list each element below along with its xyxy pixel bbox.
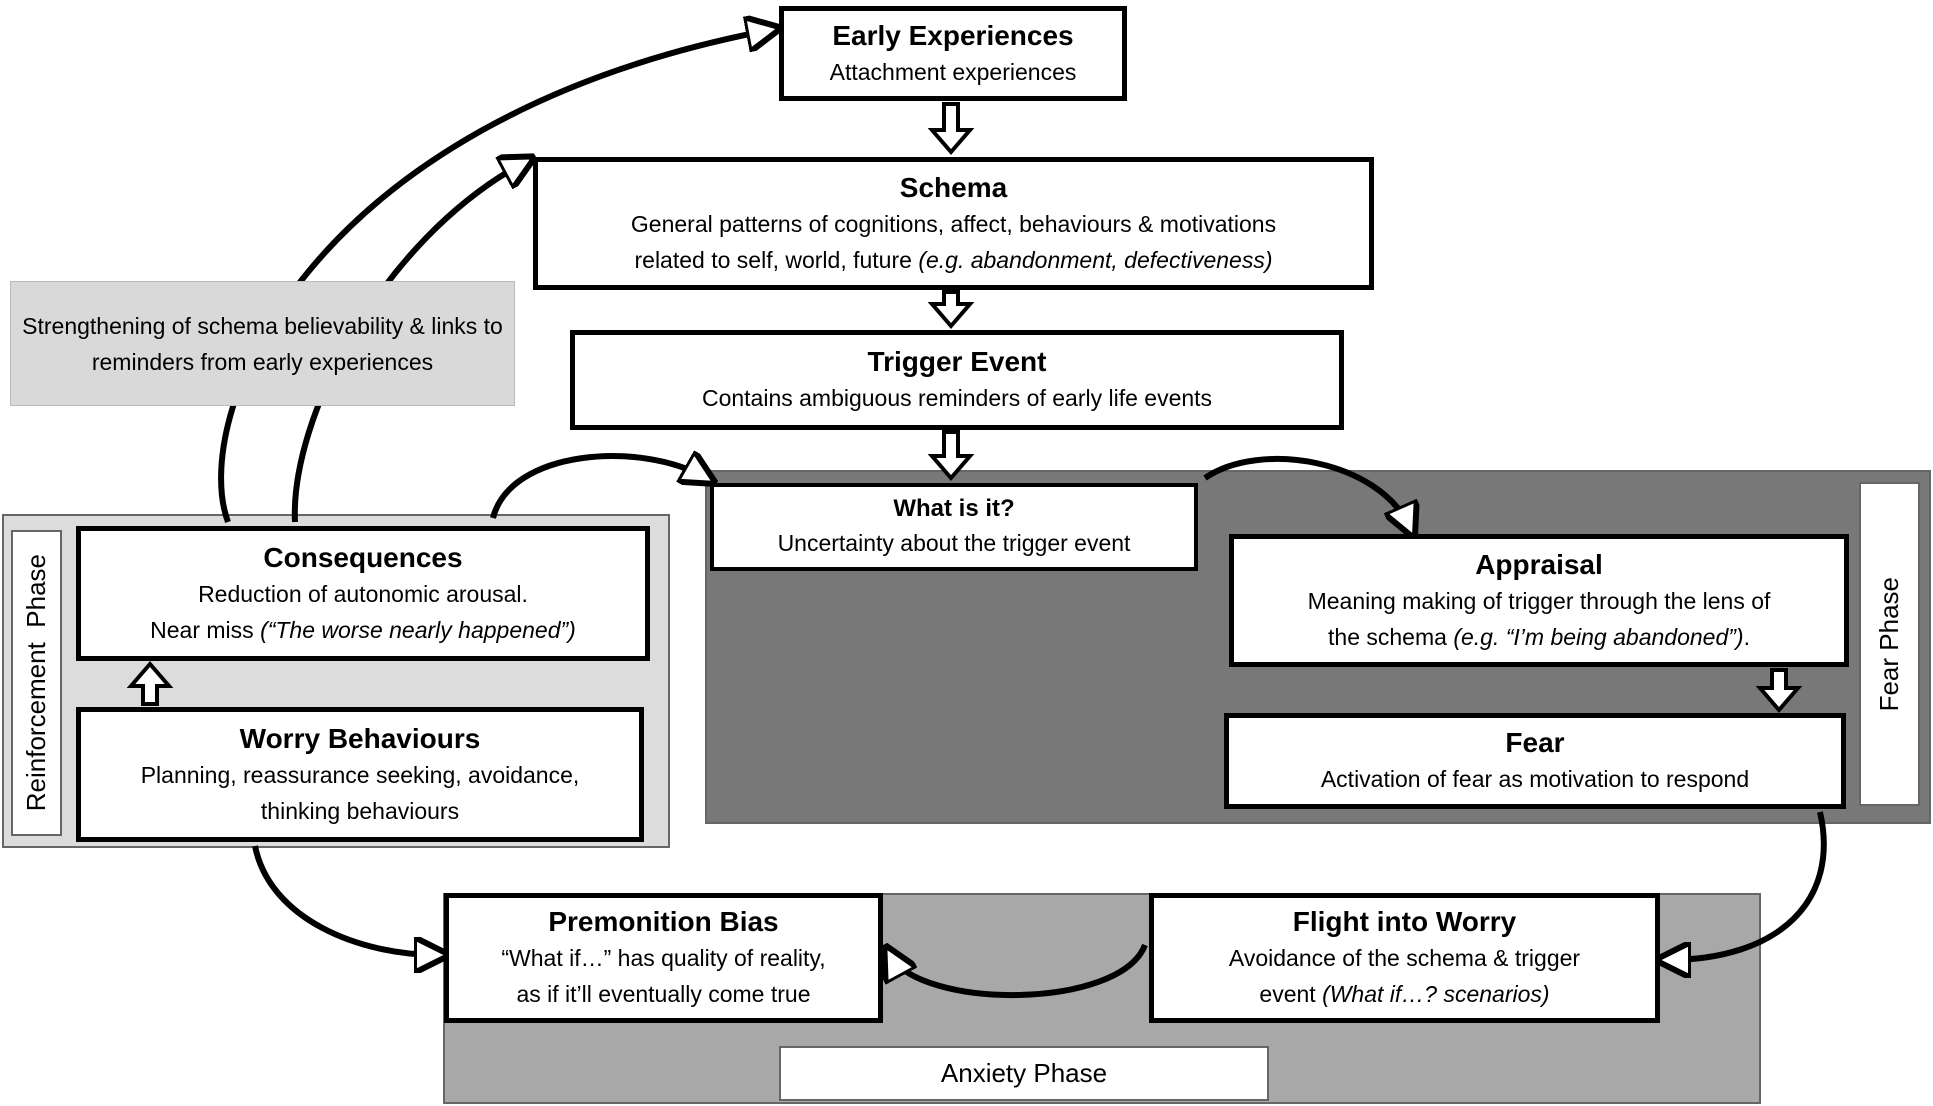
flight-into-worry-title: Flight into Worry [1292, 906, 1517, 937]
arrow-consequences-to-early [218, 30, 770, 524]
trigger-event-title: Trigger Event [867, 346, 1047, 377]
arrow-flight-to-premonition [890, 945, 1148, 999]
strengthening-text: Strengthening of schema believability & … [22, 312, 503, 375]
schema-box: Schema General patterns of cognitions, a… [533, 157, 1374, 290]
appraisal-example: (e.g. “I’m being abandoned”) [1453, 623, 1744, 650]
arrow-fear-to-flight [1667, 811, 1827, 960]
early-experiences-title: Early Experiences [832, 19, 1074, 51]
flight-into-worry-line2: event [1259, 981, 1323, 1007]
schema-line2: related to self, world, future [634, 246, 919, 273]
consequences-title: Consequences [263, 541, 463, 573]
trigger-event-box: Trigger Event Contains ambiguous reminde… [570, 330, 1344, 430]
appraisal-line1: Meaning making of trigger through the le… [1307, 587, 1771, 614]
consequences-line2: Near miss [150, 616, 261, 643]
appraisal-box: Appraisal Meaning making of trigger thro… [1229, 534, 1849, 667]
arrow-whatisit-to-appraisal [1203, 456, 1410, 528]
schema-example: (e.g. abandonment, defectiveness) [918, 246, 1273, 273]
premonition-bias-line2: as if it’ll eventually come true [516, 981, 811, 1007]
premonition-bias-line1: “What if…” has quality of reality, [501, 945, 826, 971]
early-experiences-text: Attachment experiences [829, 58, 1077, 85]
schema-line1: General patterns of cognitions, affect, … [630, 210, 1277, 237]
block-arrow-appraisal-to-fear [1755, 668, 1803, 714]
flight-into-worry-box: Flight into Worry Avoidance of the schem… [1149, 893, 1660, 1023]
schema-title: Schema [899, 171, 1008, 203]
consequences-example: (“The worse nearly happened”) [260, 616, 576, 643]
flight-into-worry-example: (What if…? scenarios) [1322, 981, 1550, 1007]
appraisal-line2: the schema [1328, 623, 1454, 650]
reinforcement-phase-label: Reinforcement Phase [11, 530, 62, 836]
arrow-worry-to-premonition [252, 845, 438, 955]
worry-behaviours-line2: thinking behaviours [260, 797, 460, 824]
reinforcement-phase-text: Reinforcement Phase [21, 554, 51, 812]
what-is-it-text: Uncertainty about the trigger event [777, 530, 1131, 556]
anxiety-phase-text: Anxiety Phase [940, 1058, 1108, 1088]
consequences-line1: Reduction of autonomic arousal. [198, 580, 528, 607]
trigger-event-text: Contains ambiguous reminders of early li… [701, 385, 1213, 411]
worry-behaviours-title: Worry Behaviours [239, 722, 481, 754]
block-arrow-worry-to-consequences [126, 660, 174, 706]
premonition-bias-box: Premonition Bias “What if…” has quality … [444, 893, 883, 1023]
premonition-bias-title: Premonition Bias [548, 906, 779, 937]
worry-behaviours-box: Worry Behaviours Planning, reassurance s… [76, 707, 644, 842]
fear-phase-text: Fear Phase [1874, 576, 1904, 712]
worry-behaviours-line1: Planning, reassurance seeking, avoidance… [140, 761, 580, 788]
flight-into-worry-line1: Avoidance of the schema & trigger [1228, 945, 1581, 971]
block-arrow-trigger-to-whatisit [927, 430, 975, 482]
fear-phase-label: Fear Phase [1859, 482, 1920, 806]
strengthening-box: Strengthening of schema believability & … [10, 281, 515, 406]
block-arrow-schema-to-trigger [927, 290, 975, 330]
what-is-it-box: What is it? Uncertainty about the trigge… [710, 483, 1198, 571]
consequences-box: Consequences Reduction of autonomic arou… [76, 526, 650, 661]
fear-title: Fear [1505, 727, 1565, 758]
appraisal-title: Appraisal [1475, 548, 1603, 580]
anxiety-phase-label: Anxiety Phase [779, 1046, 1269, 1101]
fear-box: Fear Activation of fear as motivation to… [1224, 713, 1846, 809]
early-experiences-box: Early Experiences Attachment experiences [779, 6, 1127, 101]
fear-text: Activation of fear as motivation to resp… [1320, 766, 1750, 792]
arrow-consequences-to-whatisit [490, 456, 706, 519]
block-arrow-early-to-schema [927, 102, 975, 156]
what-is-it-title: What is it? [893, 495, 1015, 522]
appraisal-period: . [1743, 623, 1750, 650]
